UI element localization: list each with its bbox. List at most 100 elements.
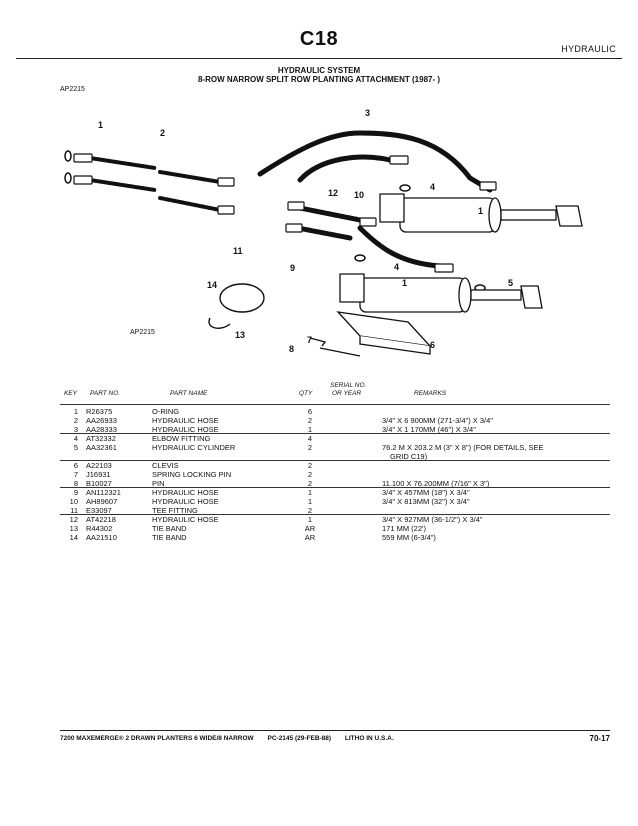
row-part-name: HYDRAULIC HOSE xyxy=(152,425,219,434)
row-qty: 2 xyxy=(307,479,313,488)
footer-litho: LITHO IN U.S.A. xyxy=(344,735,394,742)
row-remarks: 3/4" X 1 170MM (46") X 3/4" xyxy=(382,425,476,434)
row-remarks-continued: GRID C19) xyxy=(390,452,428,461)
hose-3 xyxy=(257,130,493,193)
row-part-no: AH89607 xyxy=(86,497,118,506)
row-part-name: TEE FITTING xyxy=(152,506,198,515)
row-part-no: AA28333 xyxy=(86,425,117,434)
parts-illustration: 1 2 3 4 1 12 10 11 9 4 5 1 14 13 7 8 6 A… xyxy=(64,108,583,357)
row-qty: 2 xyxy=(307,416,313,425)
callout-12: 12 xyxy=(328,188,338,198)
callout-8: 8 xyxy=(289,344,294,354)
row-key: 12 xyxy=(69,515,78,524)
callout-3: 3 xyxy=(365,108,370,118)
row-remarks: 171 MM (22') xyxy=(382,524,426,533)
row-key: 13 xyxy=(69,524,78,533)
section-label: HYDRAULIC xyxy=(561,44,616,54)
row-remarks: 3/4" X 813MM (32") X 3/4" xyxy=(382,497,470,506)
row-part-no: AN112321 xyxy=(86,488,121,497)
hose-12 xyxy=(297,154,393,183)
cylinder-upper xyxy=(379,193,583,233)
table-row-continuation: GRID C19) xyxy=(60,452,610,461)
hose-upper-left xyxy=(88,156,157,170)
row-remarks: 559 MM (6-3/4") xyxy=(382,533,436,542)
figure-ref: AP2215 xyxy=(130,329,155,336)
row-part-name: HYDRAULIC HOSE xyxy=(152,416,219,425)
row-remarks: 3/4" X 457MM (18") X 3/4" xyxy=(382,488,470,497)
row-part-name: PIN xyxy=(152,479,165,488)
row-part-no: R26375 xyxy=(86,407,113,416)
row-key: 6 xyxy=(73,461,78,470)
row-remarks: 3/4" X 6 900MM (271-3/4") X 3/4" xyxy=(382,416,493,425)
row-qty: AR xyxy=(304,533,316,542)
callout-5: 5 xyxy=(508,278,513,288)
col-qty: QTY xyxy=(299,390,313,397)
footer-model: 7200 MAXEMERGE® 2 DRAWN PLANTERS 6 WIDE/… xyxy=(60,735,254,742)
row-key: 10 xyxy=(69,497,78,506)
row-part-name: TIE BAND xyxy=(152,533,187,542)
hose-2a xyxy=(158,170,222,184)
callout-1c: 1 xyxy=(402,278,407,288)
pin-assembly xyxy=(309,337,361,357)
row-part-no: AA26933 xyxy=(86,416,117,425)
col-part-no: PART NO. xyxy=(90,390,121,397)
hose-lower-left xyxy=(88,178,157,192)
footer-rule xyxy=(60,730,610,731)
callout-6: 6 xyxy=(430,340,435,350)
table-row: 14 AA21510 TIE BAND AR 559 MM (6-3/4") xyxy=(60,533,610,542)
row-part-no: J16931 xyxy=(86,470,111,479)
tie-bands xyxy=(208,283,265,329)
col-remarks: REMARKS xyxy=(414,390,447,397)
row-qty: 1 xyxy=(307,497,313,506)
row-part-no: AA21510 xyxy=(86,533,117,542)
hose-10 xyxy=(297,205,363,223)
row-part-name: HYDRAULIC HOSE xyxy=(152,488,219,497)
row-qty: 4 xyxy=(307,434,313,443)
callout-7: 7 xyxy=(307,335,312,345)
page-number: 70-17 xyxy=(589,734,610,743)
callout-11: 11 xyxy=(233,246,243,256)
title-line-2: 8-ROW NARROW SPLIT ROW PLANTING ATTACHME… xyxy=(197,75,441,84)
hose-9 xyxy=(295,225,353,241)
row-part-no: A22103 xyxy=(86,461,112,470)
cylinder-lower xyxy=(339,273,543,313)
callout-1b: 1 xyxy=(478,206,483,216)
hose-2b xyxy=(158,196,222,212)
row-qty: 2 xyxy=(307,470,313,479)
row-part-name: ELBOW FITTING xyxy=(152,434,211,443)
callout-10: 10 xyxy=(354,190,364,200)
row-qty: AR xyxy=(304,524,316,533)
table-header-rule xyxy=(60,404,610,405)
callout-13: 13 xyxy=(235,330,245,340)
row-part-name: HYDRAULIC HOSE xyxy=(152,497,219,506)
callout-4b: 4 xyxy=(394,262,399,272)
row-qty: 2 xyxy=(307,443,313,452)
row-part-no: B10027 xyxy=(86,479,112,488)
group-rule xyxy=(60,514,610,515)
row-remarks: 3/4" X 927MM (36-1/2") X 3/4" xyxy=(382,515,483,524)
col-part-name: PART NAME xyxy=(170,390,208,397)
row-key: 11 xyxy=(70,506,78,515)
row-key: 1 xyxy=(73,407,78,416)
row-part-no: R44302 xyxy=(86,524,113,533)
col-key: KEY xyxy=(64,390,78,397)
group-rule xyxy=(60,433,610,434)
row-part-no: AT32332 xyxy=(86,434,116,443)
page-code: C18 xyxy=(299,28,339,50)
row-key: 9 xyxy=(73,488,78,497)
callout-4: 4 xyxy=(430,182,435,192)
row-qty: 2 xyxy=(307,461,313,470)
callout-1: 1 xyxy=(98,120,103,130)
row-remarks: 11.100 X 76.200MM (7/16" X 3") xyxy=(382,479,490,488)
row-qty: 6 xyxy=(307,407,313,416)
row-key: 14 xyxy=(69,533,78,542)
col-serial-1: SERIAL NO. xyxy=(330,382,367,389)
